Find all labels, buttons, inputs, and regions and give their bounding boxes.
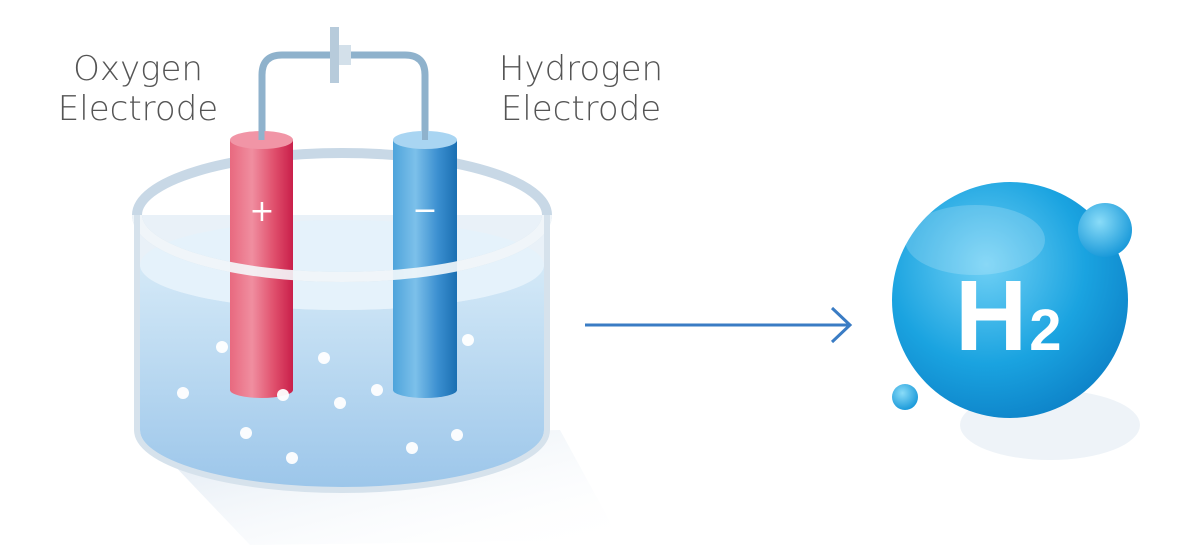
hydrogen-molecule: H2 [892, 182, 1140, 460]
oxygen-label-line2: Electrode [58, 89, 218, 129]
hydrogen-label-line1: Hydrogen [499, 49, 663, 89]
tiny-bubble [892, 384, 918, 410]
beaker-rim [132, 214, 552, 282]
h2-symbol: H2 [955, 260, 1061, 372]
arrow-right-icon [585, 306, 853, 344]
oxygen-electrode: + [230, 125, 293, 398]
wire [258, 51, 429, 140]
small-bubble [1078, 203, 1132, 257]
hydrogen-electrode: − [393, 125, 457, 398]
plus-sign: + [249, 194, 274, 229]
beaker [132, 148, 552, 490]
battery-icon [330, 27, 351, 83]
hydrogen-label-line2: Electrode [501, 89, 661, 129]
bubbles [177, 334, 474, 464]
minus-sign: − [412, 193, 437, 228]
oxygen-label-line1: Oxygen [73, 49, 203, 89]
